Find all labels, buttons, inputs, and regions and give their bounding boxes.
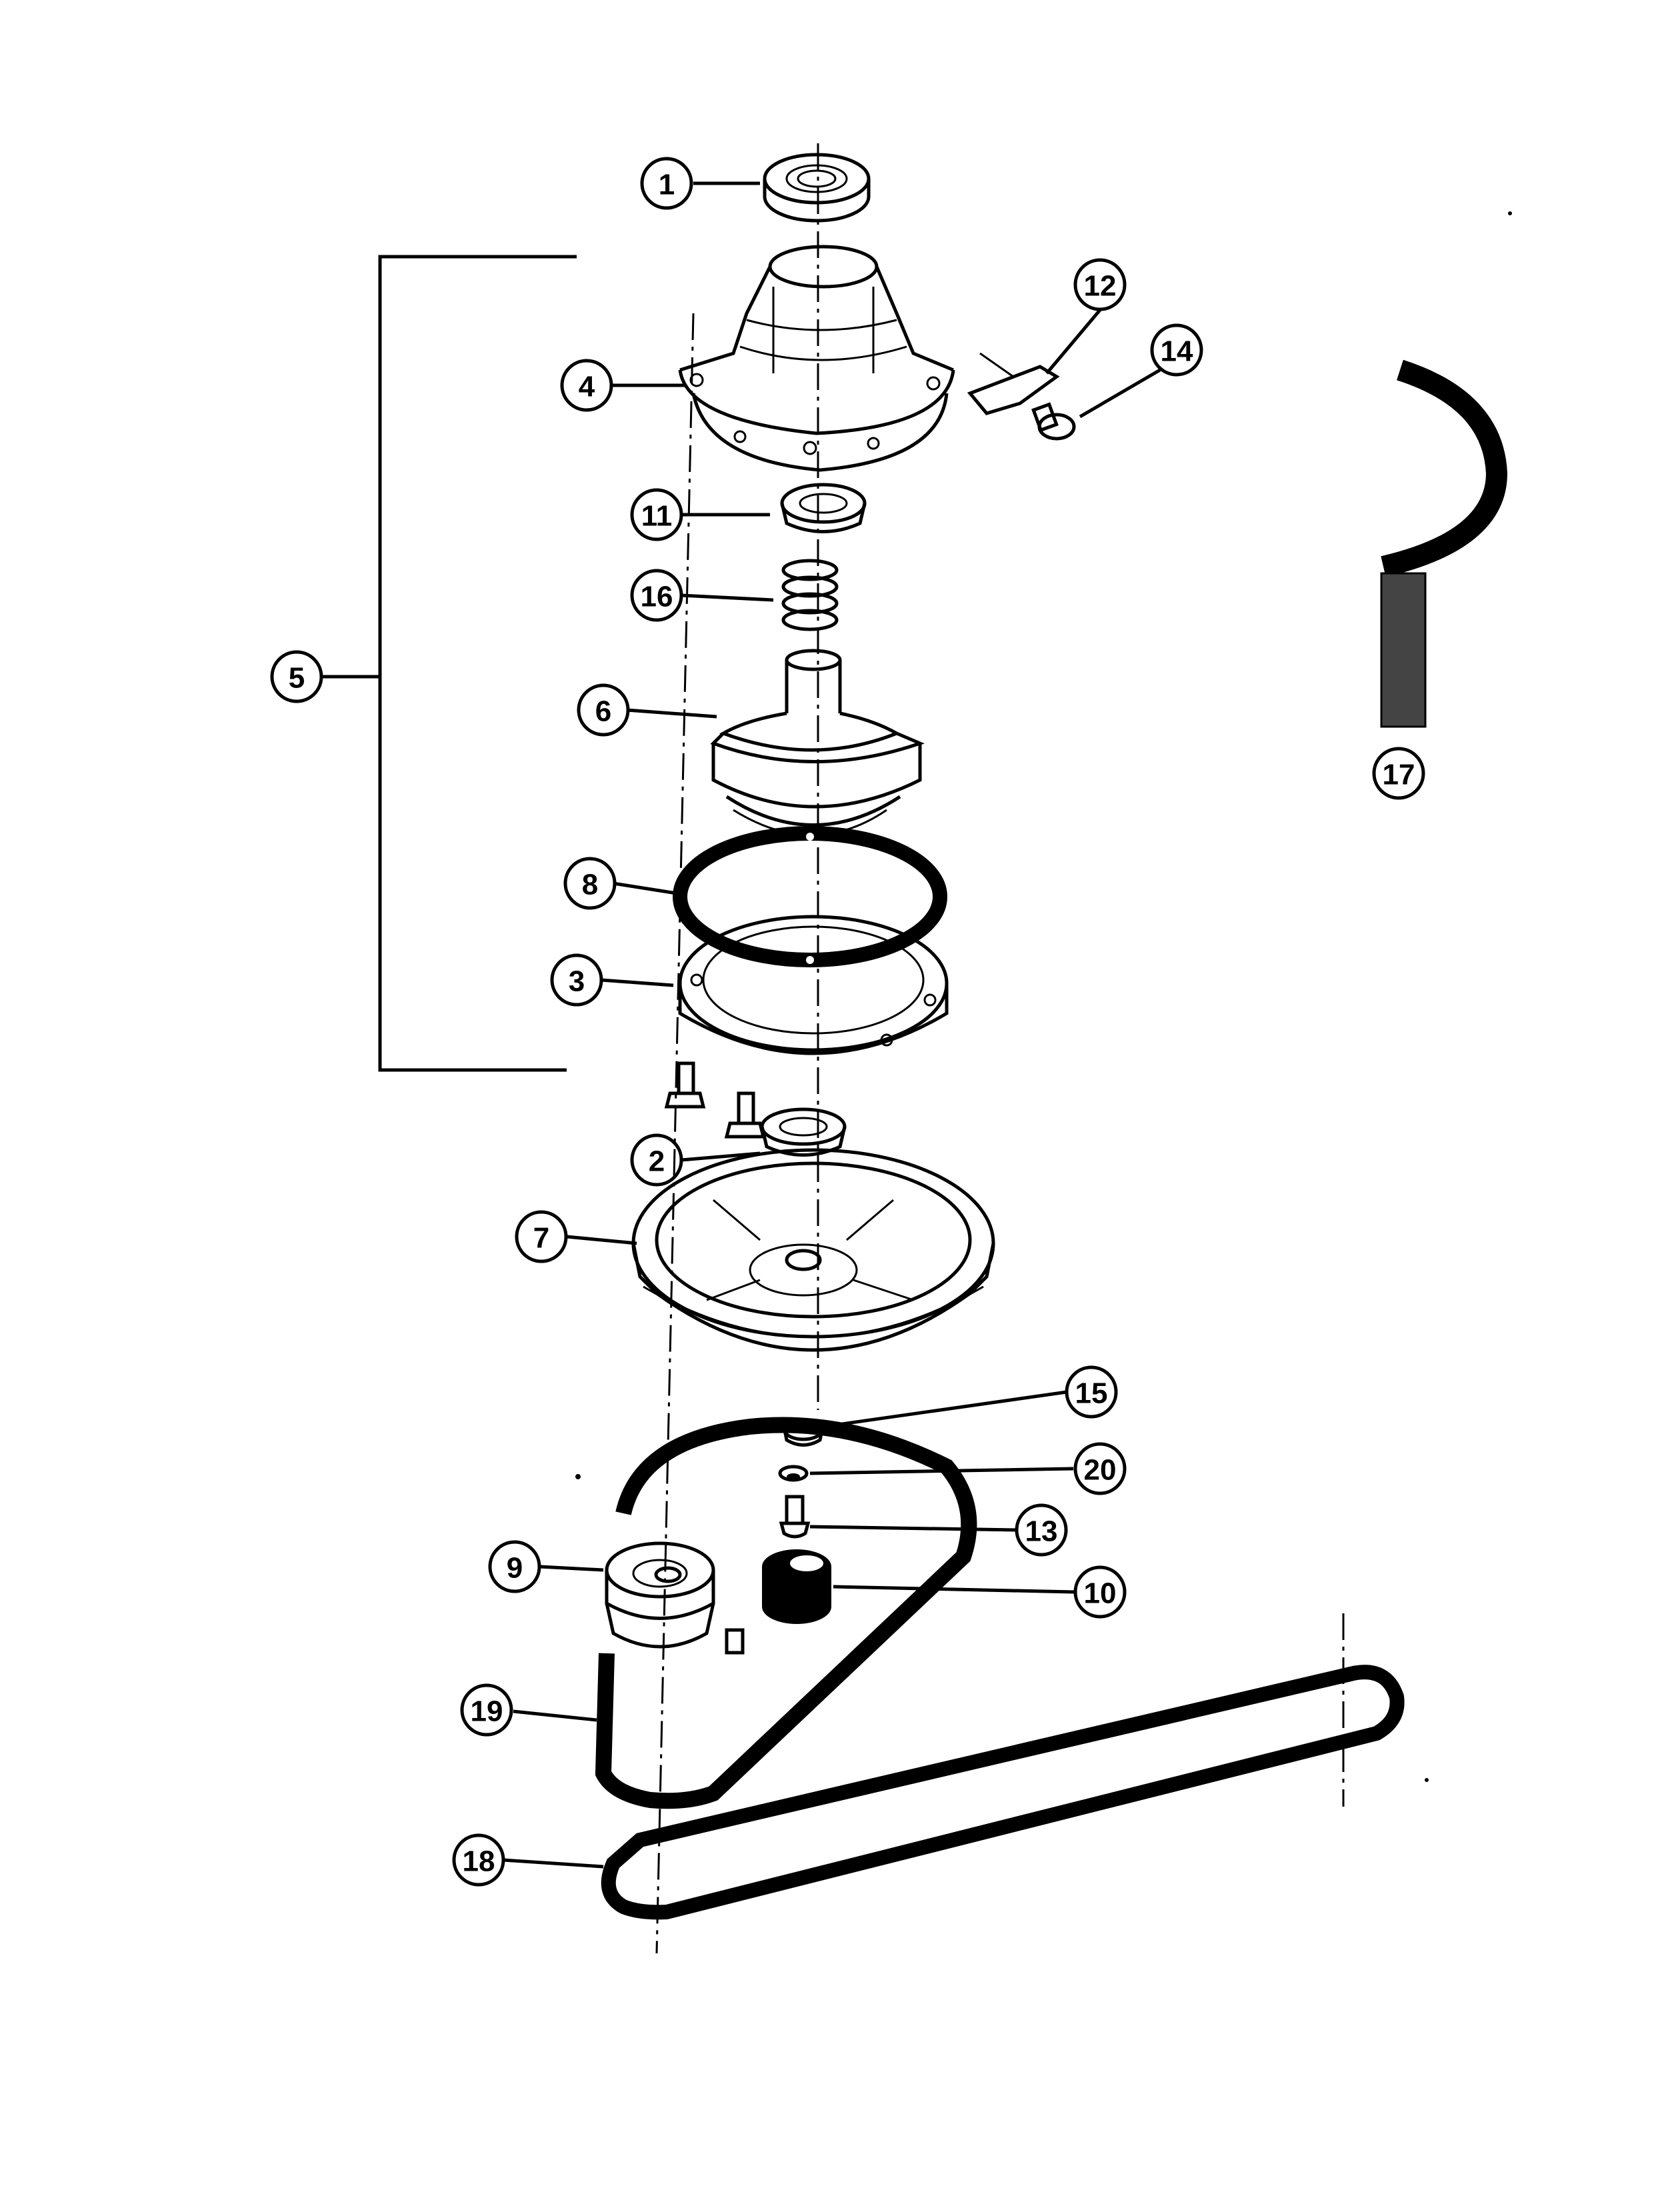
callout-10: 10 [1073,1565,1127,1619]
callout-3-number: 3 [569,965,585,998]
studs [664,1061,766,1139]
callout-6-number: 6 [595,695,611,728]
callout-1: 1 [640,157,693,210]
base-ring [678,915,949,1055]
callout-9: 9 [488,1540,541,1593]
spring [781,559,839,631]
callout-15: 15 [1065,1365,1118,1419]
callout-7-number: 7 [533,1222,549,1255]
screw [779,1495,811,1539]
assembly-bracket [321,255,577,1072]
callout-2: 2 [630,1133,683,1187]
bracket-clip [967,352,1060,415]
callout-14: 14 [1150,323,1203,377]
collar [762,1549,831,1624]
clutch-drum [710,649,925,836]
center-axis [655,143,1345,1954]
callout-20-number: 20 [1084,1454,1117,1487]
callout-19: 19 [460,1683,513,1737]
callout-15-number: 15 [1075,1377,1108,1410]
spanner-wrench [1380,359,1508,728]
bearing-lower [760,1107,847,1157]
belt-long [601,1665,1405,1920]
callout-20: 20 [1073,1442,1127,1495]
callout-5-number: 5 [289,662,305,695]
callout-11: 11 [630,488,683,541]
callout-1-number: 1 [659,169,675,201]
callout-8: 8 [563,857,617,910]
callout-9-number: 9 [507,1552,523,1585]
bearing-top [763,153,871,223]
callout-12: 12 [1073,258,1127,311]
seal [780,483,867,533]
callout-2-number: 2 [649,1145,665,1178]
callout-10-number: 10 [1084,1577,1117,1610]
washer [778,1465,809,1482]
callout-5: 5 [270,650,323,703]
callout-19-number: 19 [471,1695,503,1728]
callout-8-number: 8 [582,869,598,901]
callout-14-number: 14 [1161,335,1193,368]
motor-pulley [605,1541,745,1655]
callout-18-number: 18 [463,1845,495,1878]
leader-lines [503,181,1161,1869]
callout-13-number: 13 [1025,1515,1058,1548]
callout-4: 4 [560,359,613,412]
callout-16: 16 [630,569,683,622]
callout-17-number: 17 [1383,759,1415,791]
housing-cone [678,245,955,472]
callout-6: 6 [577,683,630,737]
callout-16-number: 16 [641,581,673,613]
callout-4-number: 4 [579,371,595,403]
specks [575,211,1512,1782]
callout-11-number: 11 [641,500,673,533]
callout-7: 7 [515,1210,568,1263]
callout-12-number: 12 [1084,270,1117,303]
callout-17: 17 [1372,747,1425,800]
screw-small [1031,402,1076,441]
belt-short [595,1417,977,1809]
callout-18: 18 [452,1833,505,1887]
callout-3: 3 [550,953,603,1007]
gasket [673,826,947,967]
callout-13: 13 [1015,1503,1068,1557]
drive-pulley [631,1148,995,1352]
